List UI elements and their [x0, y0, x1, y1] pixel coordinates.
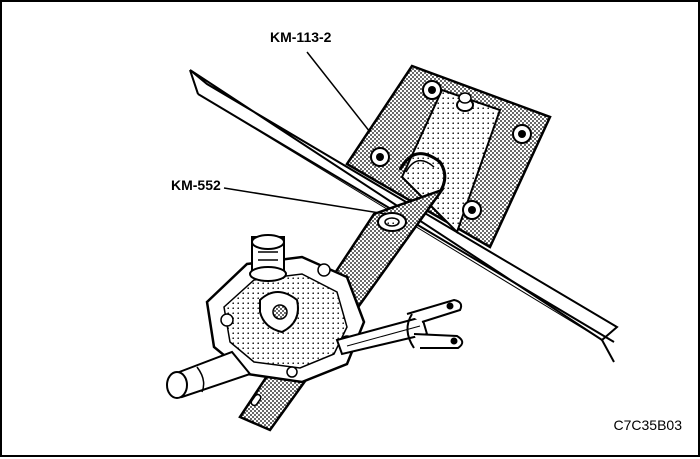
plate-bolt	[512, 124, 532, 144]
leader-line-km552	[223, 187, 387, 215]
mounting-plate	[345, 64, 552, 249]
clevis-yoke	[406, 298, 464, 349]
plate-bolt	[422, 80, 442, 100]
figure-code: C7C35B03	[613, 417, 683, 433]
plate-bolt	[370, 147, 390, 167]
output-tube	[166, 350, 252, 399]
leader-line-km113	[306, 51, 371, 133]
steering-gear	[205, 234, 366, 384]
callout-label-km552: KM-552	[171, 177, 221, 193]
plate-bolt	[462, 200, 482, 220]
callout-label-km113: KM-113-2	[270, 29, 332, 45]
